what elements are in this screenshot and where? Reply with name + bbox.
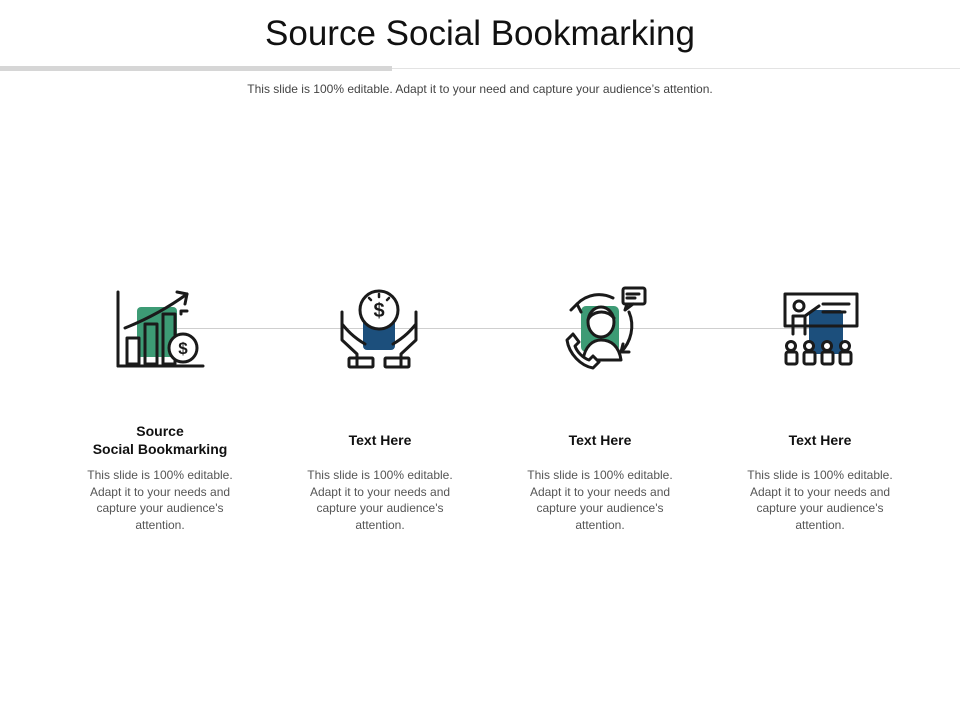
item-description: This slide is 100% editable. Adapt it to… (747, 468, 893, 532)
item-card-4: Text Here This slide is 100% editable. A… (735, 282, 905, 542)
hands-coin-icon: $ (335, 282, 427, 374)
item-card-3: Text Here This slide is 100% editable. A… (515, 282, 685, 542)
slide-title: Source Social Bookmarking (265, 14, 695, 53)
item-heading: Text Here (788, 432, 852, 448)
item-card-1: $ Source Social Bookmarking This slide i… (75, 282, 245, 542)
slide-subtitle: This slide is 100% editable. Adapt it to… (247, 82, 713, 96)
svg-text:$: $ (178, 339, 188, 358)
presentation-audience-icon (775, 282, 867, 374)
item-heading-line1: Source (136, 423, 184, 439)
item-card-2: $ Text Here This slide is 100% editable.… (295, 282, 465, 542)
growth-chart-dollar-icon: $ (115, 282, 207, 374)
item-description: This slide is 100% editable. Adapt it to… (527, 468, 673, 532)
title-accent-bar (0, 66, 392, 71)
svg-text:$: $ (373, 300, 384, 322)
customer-support-icon (555, 282, 647, 374)
item-heading: Text Here (348, 432, 412, 448)
item-description: This slide is 100% editable. Adapt it to… (307, 468, 453, 532)
title-divider (0, 68, 960, 69)
item-heading-line2: Social Bookmarking (92, 441, 228, 457)
timeline-connector (160, 328, 820, 329)
item-heading: Text Here (568, 432, 632, 448)
item-description: This slide is 100% editable. Adapt it to… (87, 468, 233, 532)
